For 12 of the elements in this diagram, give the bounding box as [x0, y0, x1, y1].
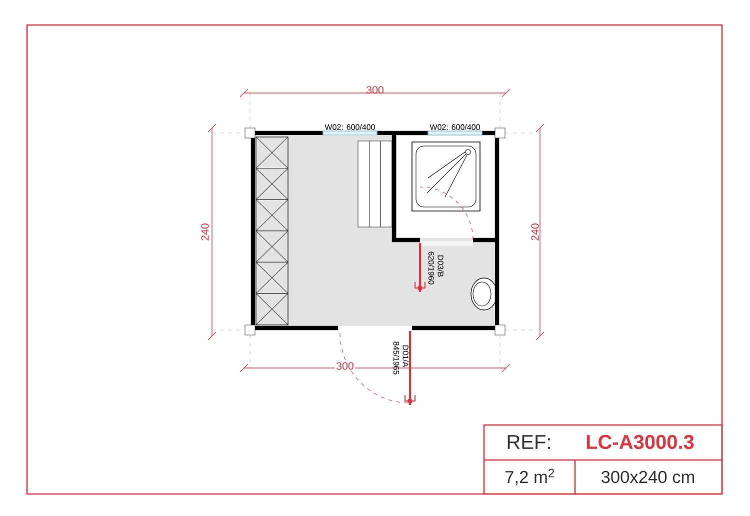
reference-label: REF: [508, 435, 550, 449]
door-label: D03/B 620/1960 [428, 252, 444, 284]
dimension-label: 300 [366, 86, 384, 94]
table-cell-text: 7,2 m$^{2}$ [506, 468, 554, 486]
window-label: W02: 600/400 [430, 124, 480, 130]
dimension-label: 300 [334, 360, 356, 372]
window-label: W02: 600/400 [324, 124, 375, 130]
dimension-label: 240 [531, 224, 539, 240]
dimension-label: 240 [201, 224, 209, 240]
table-cell-text: 300x240 cm [601, 470, 694, 484]
reference-code: LC-A3000.3 [586, 434, 694, 450]
door-label: D01/A 845/1965 [393, 342, 409, 374]
